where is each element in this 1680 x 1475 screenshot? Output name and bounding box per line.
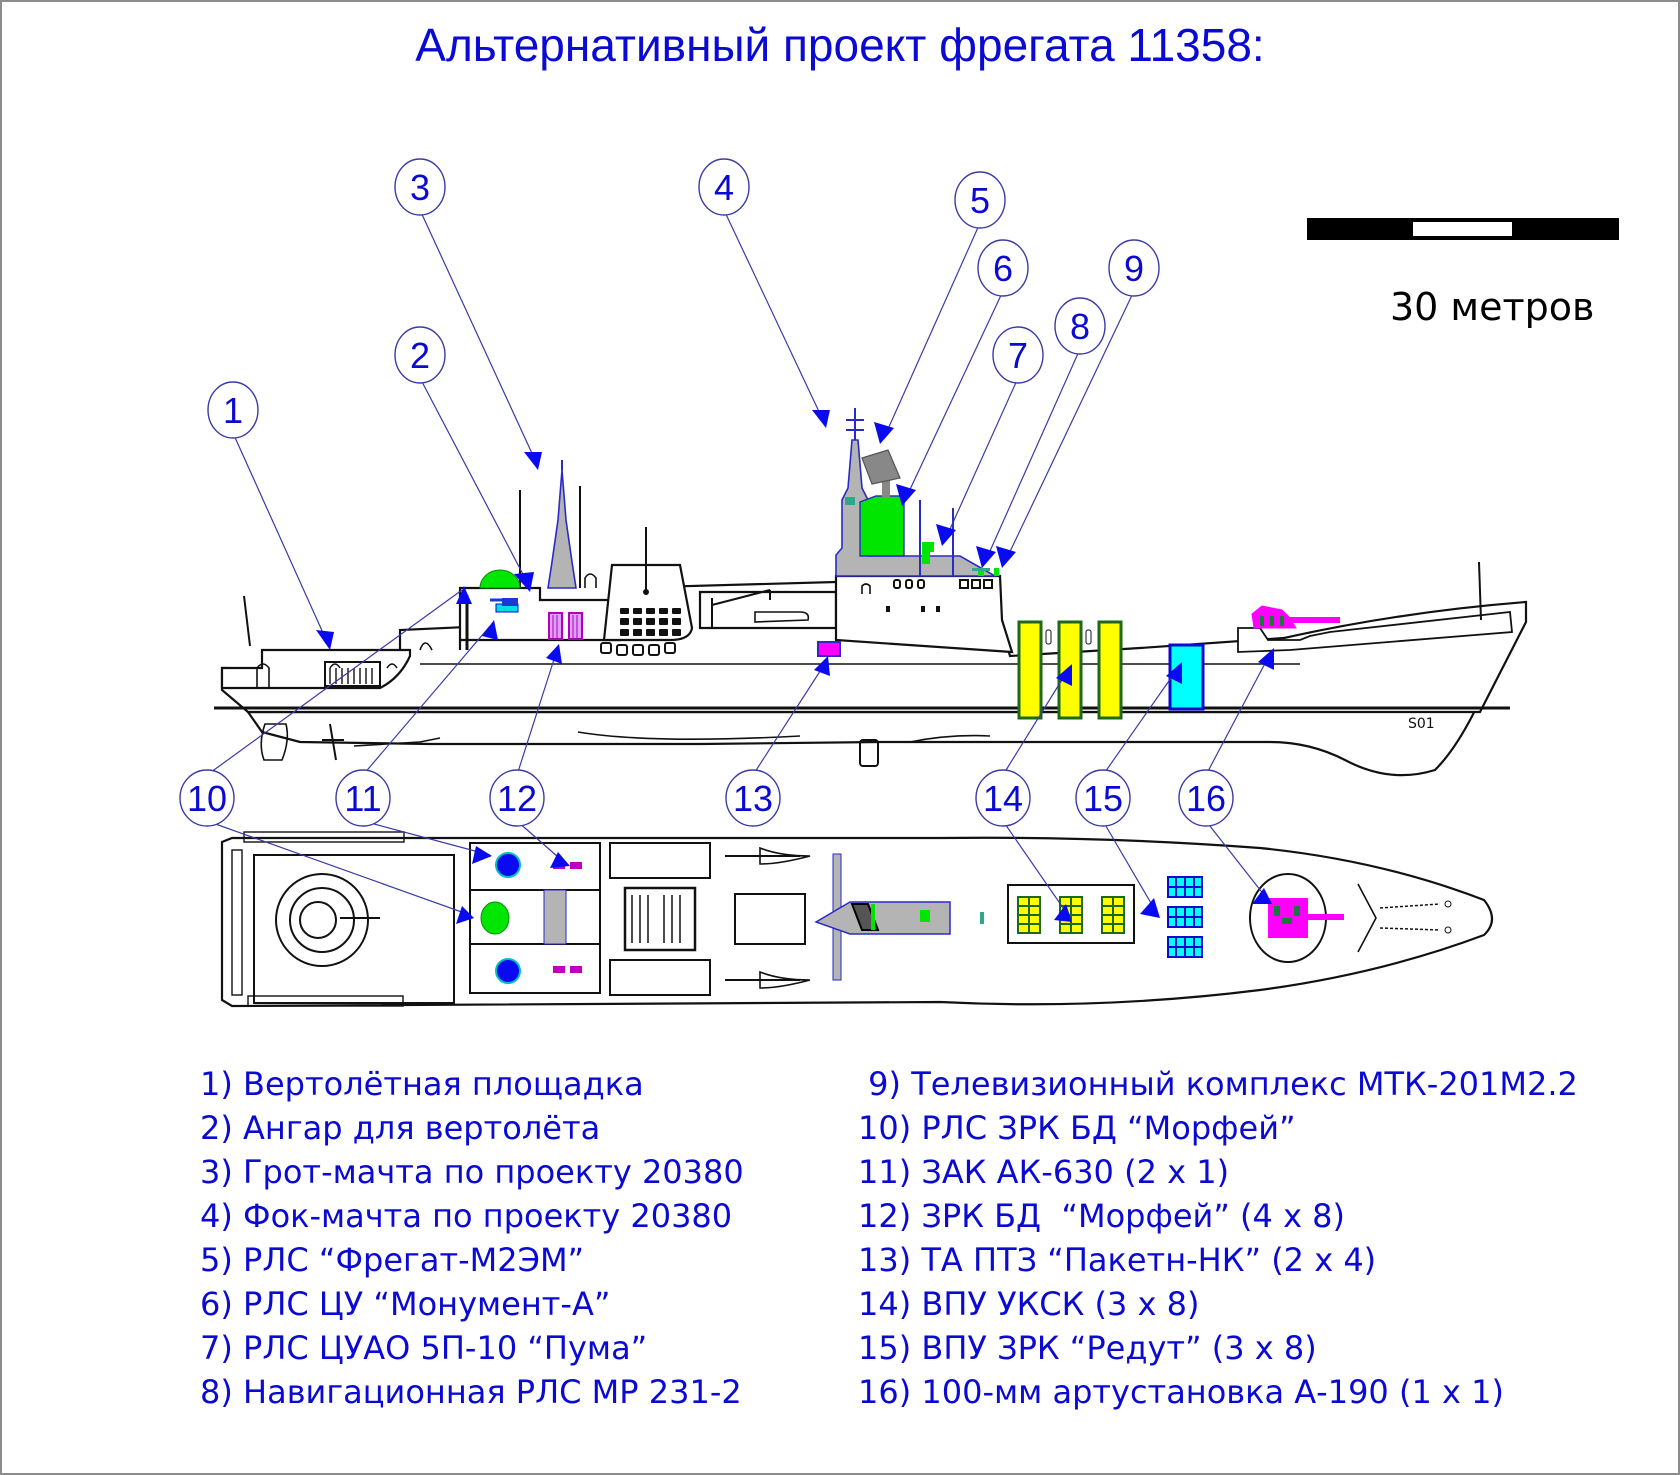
legend-item-4: 4) Фок-мачта по проекту 20380: [200, 1197, 733, 1235]
arrowheads: [316, 410, 1274, 924]
arrowhead-10: [456, 586, 472, 604]
arrowhead-7: [936, 524, 956, 546]
legend-item-6: 6) РЛС ЦУ “Монумент-А”: [200, 1285, 611, 1323]
legend-item-9: 9) Телевизионный комплекс МТК-201М2.2: [858, 1065, 1578, 1103]
morfei-radar-dome: [479, 569, 521, 589]
svg-text:7: 7: [1008, 335, 1028, 376]
svg-text:5: 5: [970, 180, 990, 221]
svg-text:13: 13: [733, 778, 773, 819]
arrowhead-5: [874, 422, 894, 444]
fregat-radar: [861, 449, 901, 485]
arrowhead-9: [996, 546, 1016, 568]
arrowhead-11-plan: [472, 846, 492, 864]
legend-item-8: 8) Навигационная РЛС МР 231-2: [200, 1373, 742, 1411]
legend-right-column: 9) Телевизионный комплекс МТК-201М2.2 10…: [858, 1062, 1578, 1414]
svg-text:4: 4: [714, 167, 734, 208]
svg-text:11: 11: [344, 778, 381, 819]
callout-6: 6: [977, 239, 1029, 297]
svg-text:10: 10: [187, 778, 227, 819]
callout-11: 11: [335, 769, 391, 827]
leader-lines: [206, 209, 1271, 916]
diagram-title: Альтернативный проект фрегата 11358:: [415, 19, 1265, 71]
callout-9: 9: [1108, 239, 1160, 297]
legend-item-13: 13) ТА ПТЗ “Пакетн-НК” (2 х 4): [858, 1241, 1377, 1279]
scale-label: 30 метров: [1390, 285, 1595, 329]
legend-item-5: 5) РЛС “Фрегат-М2ЭМ”: [200, 1241, 585, 1279]
svg-text:9: 9: [1124, 248, 1144, 289]
callout-2: 2: [394, 326, 446, 384]
callout-10: 10: [179, 769, 235, 827]
arrowhead-10-plan: [456, 906, 474, 924]
arrowhead-13: [814, 656, 830, 676]
hull-marking: S01: [1408, 716, 1435, 732]
callouts: 1 2 3 4 5 6 7 8 9 10 11 12 13 14 15 16: [179, 158, 1234, 827]
ak630-plan-2: [495, 958, 521, 984]
callout-7: 7: [992, 326, 1044, 384]
svg-text:6: 6: [993, 248, 1013, 289]
underwater-hull: [245, 666, 1496, 777]
legend-item-15: 15) ВПУ ЗРК “Редут” (3 х 8): [858, 1329, 1317, 1367]
arrowhead-4: [812, 410, 830, 428]
arrowhead-15: [1166, 662, 1182, 684]
morfei-radar-plan: [480, 901, 510, 935]
arrowhead-6: [896, 484, 916, 506]
uksk-plan: [1017, 896, 1125, 934]
svg-text:14: 14: [983, 778, 1023, 819]
callout-5: 5: [954, 171, 1006, 229]
arrowhead-11: [482, 620, 498, 640]
callout-15: 15: [1075, 769, 1131, 827]
uksk-vls-1: [1017, 620, 1043, 720]
svg-text:2: 2: [410, 335, 430, 376]
legend-item-10: 10) РЛС ЗРК БД “Морфей”: [858, 1109, 1296, 1147]
callout-14: 14: [975, 769, 1031, 827]
arrowhead-3: [524, 452, 542, 470]
arrowhead-16: [1258, 648, 1274, 670]
flight-deck: [253, 854, 455, 1004]
legend-item-2: 2) Ангар для вертолёта: [200, 1109, 601, 1147]
svg-text:12: 12: [497, 778, 537, 819]
arrowhead-12: [546, 644, 562, 664]
arrowhead-8: [976, 546, 996, 568]
uksk-vls-3: [1097, 620, 1123, 720]
redut-plan: [1167, 876, 1203, 958]
arrowhead-16-plan: [1252, 888, 1272, 904]
legend-item-11: 11) ЗАК АК-630 (2 х 1): [858, 1153, 1230, 1191]
legend-item-12: 12) ЗРК БД “Морфей” (4 х 8): [858, 1197, 1346, 1235]
callout-13: 13: [725, 769, 781, 827]
arrowhead-14-plan: [1054, 904, 1072, 922]
svg-text:15: 15: [1083, 778, 1123, 819]
callout-1: 1: [207, 381, 259, 439]
legend-item-1: 1) Вертолётная площадка: [200, 1065, 644, 1103]
mainmast: [547, 469, 577, 589]
legend-item-7: 7) РЛС ЦУАО 5П-10 “Пума”: [200, 1329, 648, 1367]
legend-item-14: 14) ВПУ УКСК (3 х 8): [858, 1285, 1200, 1323]
callout-4: 4: [698, 158, 750, 216]
plan-view: [220, 831, 1494, 1008]
legend-item-16: 16) 100-мм артустановка А-190 (1 х 1): [858, 1373, 1504, 1411]
callout-12: 12: [489, 769, 545, 827]
svg-text:8: 8: [1070, 306, 1090, 347]
svg-text:3: 3: [410, 167, 430, 208]
side-profile: S01: [214, 408, 1528, 777]
monument-radar: [859, 495, 905, 557]
ak630-plan-1: [495, 852, 521, 878]
legend-left-column: 1) Вертолётная площадка 2) Ангар для вер…: [200, 1062, 744, 1414]
scale-bar: [1307, 218, 1619, 240]
svg-text:16: 16: [1186, 778, 1226, 819]
arrowhead-15-plan: [1140, 898, 1160, 918]
arrowhead-2: [514, 572, 534, 592]
callout-8: 8: [1054, 297, 1106, 355]
callout-3: 3: [394, 158, 446, 216]
arrowhead-14: [1056, 664, 1072, 686]
puma-radar: [922, 542, 934, 564]
callout-16: 16: [1178, 769, 1234, 827]
legend-item-3: 3) Грот-мачта по проекту 20380: [200, 1153, 744, 1191]
paket-nk-launcher: [817, 641, 841, 657]
arrowhead-12-plan: [550, 852, 570, 868]
arrowhead-1: [316, 630, 334, 650]
svg-text:1: 1: [223, 390, 243, 431]
